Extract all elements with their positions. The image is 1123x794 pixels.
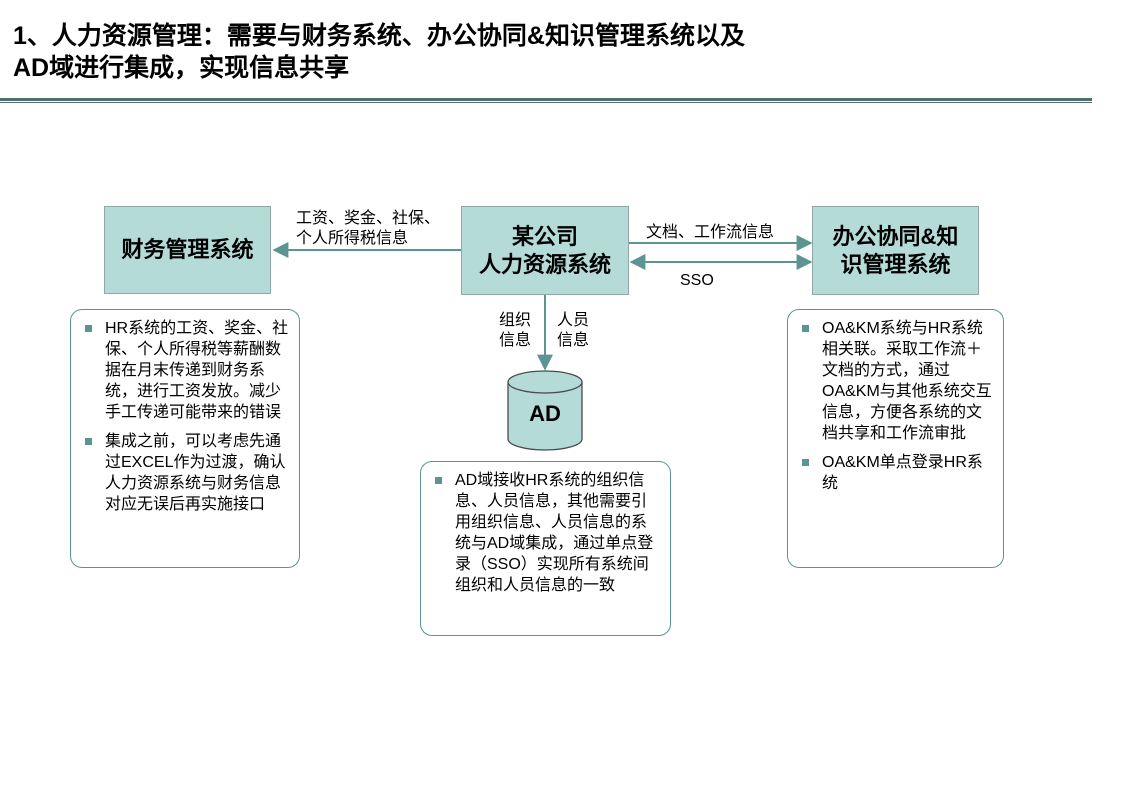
note-oa-text-1: OA&KM系统与HR系统相关联。采取工作流＋文档的方式，通过OA&KM与其他系统… [822, 320, 992, 442]
edge-label-hr-to-finance-line-2: 个人所得税信息 [296, 230, 409, 247]
node-hr-label-line-1: 某公司 [511, 223, 578, 249]
edge-label-person-info: 人员 信息 [557, 311, 589, 351]
title-divider-thick [0, 98, 1092, 101]
edge-label-person-info-line-2: 信息 [557, 332, 590, 349]
node-finance-system: 财务管理系统 [104, 206, 271, 294]
note-card-finance: HR系统的工资、奖金、社保、个人所得税等薪酬数据在月末传递到财务系统，进行工资发… [70, 309, 300, 568]
node-hr-label-line-2: 人力资源系统 [478, 251, 611, 277]
note-ad-text-1: AD域接收HR系统的组织信息、人员信息，其他需要引用组织信息、人员信息的系统与A… [455, 472, 654, 594]
note-card-oa: OA&KM系统与HR系统相关联。采取工作流＋文档的方式，通过OA&KM与其他系统… [787, 309, 1004, 568]
note-oa-text-2: OA&KM单点登录HR系统 [822, 454, 983, 492]
page-title-line-1: 1、人力资源管理：需要与财务系统、办公协同&知识管理系统以及 [13, 22, 745, 50]
edge-label-org-info: 组织 信息 [499, 311, 531, 351]
page-title-line-2: AD域进行集成，实现信息共享 [13, 54, 350, 82]
edge-label-org-info-line-1: 组织 [499, 312, 532, 329]
note-ad-item: AD域接收HR系统的组织信息、人员信息，其他需要引用组织信息、人员信息的系统与A… [433, 470, 660, 596]
title-divider-thin [0, 102, 1092, 103]
bullet-square-icon [435, 477, 442, 484]
bullet-square-icon [802, 459, 809, 466]
note-oa-item: OA&KM系统与HR系统相关联。采取工作流＋文档的方式，通过OA&KM与其他系统… [800, 318, 993, 444]
edge-label-hr-to-oa: 文档、工作流信息 [646, 224, 775, 241]
edge-label-sso: SSO [680, 272, 714, 289]
node-finance-label: 财务管理系统 [121, 237, 254, 262]
edge-label-hr-to-finance-line-1: 工资、奖金、社保、 [296, 210, 441, 227]
ad-database-icon [507, 370, 583, 451]
edge-label-person-info-line-1: 人员 [557, 312, 590, 329]
note-card-ad: AD域接收HR系统的组织信息、人员信息，其他需要引用组织信息、人员信息的系统与A… [420, 461, 671, 636]
bullet-square-icon [85, 438, 92, 445]
note-finance-item: HR系统的工资、奖金、社保、个人所得税等薪酬数据在月末传递到财务系统，进行工资发… [83, 318, 289, 423]
bullet-square-icon [802, 325, 809, 332]
node-oa-km-system: 办公协同&知 识管理系统 [812, 206, 979, 295]
node-oa-label-line-2: 识管理系统 [840, 251, 951, 277]
page-title: 1、人力资源管理：需要与财务系统、办公协同&知识管理系统以及 AD域进行集成，实… [13, 20, 1073, 84]
note-finance-item: 集成之前，可以考虑先通过EXCEL作为过渡，确认人力资源系统与财务信息对应无误后… [83, 431, 289, 515]
note-oa-item: OA&KM单点登录HR系统 [800, 452, 993, 494]
node-hr-system: 某公司 人力资源系统 [461, 206, 629, 295]
edge-label-hr-to-finance: 工资、奖金、社保、 个人所得税信息 [296, 209, 440, 249]
edge-label-org-info-line-2: 信息 [499, 332, 532, 349]
note-finance-text-2: 集成之前，可以考虑先通过EXCEL作为过渡，确认人力资源系统与财务信息对应无误后… [105, 433, 286, 513]
node-oa-label-line-1: 办公协同&知 [832, 223, 959, 249]
note-finance-text-1: HR系统的工资、奖金、社保、个人所得税等薪酬数据在月末传递到财务系统，进行工资发… [105, 320, 289, 421]
bullet-square-icon [85, 325, 92, 332]
node-ad-label: AD [529, 401, 561, 426]
